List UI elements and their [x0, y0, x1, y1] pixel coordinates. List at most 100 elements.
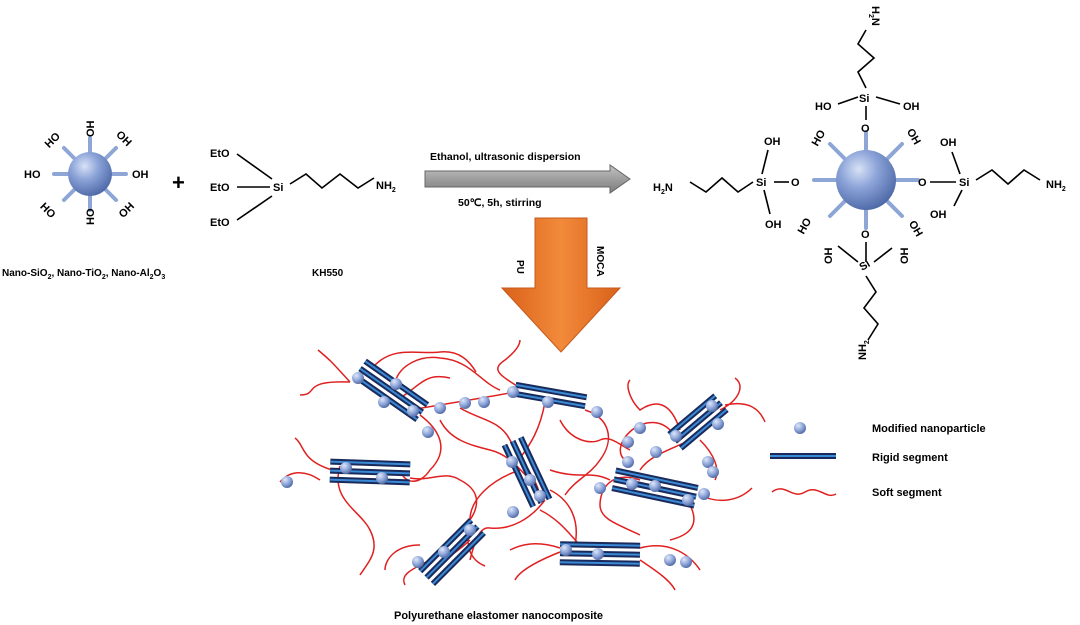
nanoparticle-dot: [506, 456, 518, 468]
nanoparticle-dot: [634, 422, 646, 434]
h2n-label: H2N: [867, 6, 881, 26]
oh-label: OH: [940, 137, 957, 149]
rigid-segment: [501, 436, 553, 508]
nanoparticle-dot: [664, 554, 676, 566]
nanoparticle-sphere: [68, 152, 112, 196]
nanoparticle-dot: [698, 488, 710, 500]
eto-label: EtO: [210, 148, 230, 160]
nanoparticle-dot: [707, 466, 719, 478]
legend-rigid-swatch: [770, 453, 836, 459]
nanoparticle-dot: [560, 544, 572, 556]
nanoparticle-dot: [622, 456, 634, 468]
nanoparticle-dot: [352, 372, 364, 384]
oh-label: OH: [930, 209, 947, 221]
nanoparticle-dot: [594, 482, 606, 494]
reaction-condition-top: Ethanol, ultrasonic dispersion: [430, 151, 581, 163]
nanoparticle-dot: [422, 426, 434, 438]
oh-label: OH: [85, 120, 97, 137]
o-label: O: [861, 229, 870, 241]
nh2-label: NH2: [1046, 179, 1066, 193]
rigid-segments: [329, 358, 729, 586]
process-arrow: [500, 217, 622, 353]
nanoparticle-dot: [478, 396, 490, 408]
nanoparticle-dot: [524, 474, 536, 486]
nanoparticle-dot: [434, 402, 446, 414]
bare-nanoparticle: OH HO HO OH HO OH HO OH: [24, 120, 149, 225]
legend-rigid-label: Rigid segment: [872, 452, 948, 464]
eto-label: EtO: [210, 217, 230, 229]
legend: Modified nanoparticle Rigid segment Soft…: [770, 422, 986, 499]
ho-label: HO: [815, 101, 832, 113]
reaction-condition-bottom: 50℃, 5h, stirring: [458, 197, 542, 209]
nanoparticle-dot: [591, 406, 603, 418]
si-label: Si: [756, 177, 766, 189]
soft-segment-network: [279, 339, 766, 591]
nanoparticle-dot: [626, 478, 638, 490]
nh2-label: NH2: [857, 340, 871, 360]
nanoparticle-dot: [340, 462, 352, 474]
modified-nanoparticles: [281, 372, 724, 568]
nanoparticle-dot: [680, 556, 692, 568]
si-label: Si: [859, 93, 869, 105]
ho-label: HO: [810, 128, 829, 149]
nanoparticle-dot: [376, 472, 388, 484]
si-label: Si: [273, 182, 283, 194]
oh-label: OH: [903, 101, 920, 113]
nanoparticle-dot: [390, 378, 402, 390]
nh2-label: NH2: [376, 180, 396, 194]
legend-soft-swatch: [771, 488, 837, 497]
nanoparticle-dot: [378, 396, 390, 408]
nanoparticle-dot: [534, 490, 546, 502]
nanoparticle-dot: [670, 430, 682, 442]
o-label: O: [791, 177, 800, 189]
h2n-label: H2N: [653, 182, 673, 196]
kh550-structure: EtO EtO EtO Si NH2: [210, 148, 396, 229]
nanoparticle-dot: [464, 524, 476, 536]
nanoparticle-dot: [649, 480, 661, 492]
legend-particle-swatch: [794, 422, 806, 434]
nanoparticle-dot: [281, 476, 293, 488]
eto-label: EtO: [210, 182, 230, 194]
ho-label: HO: [43, 130, 63, 150]
nanoparticle-sphere: [836, 150, 896, 210]
ho-label: HO: [37, 201, 57, 221]
oh-label: OH: [117, 200, 137, 220]
oh-label: OH: [132, 169, 149, 181]
oh-label: OH: [113, 129, 133, 149]
ho-label: HO: [24, 169, 41, 181]
nanoparticle-caption: Nano-SiO2, Nano-TiO2, Nano-Al2O3: [2, 268, 165, 281]
si-label: Si: [857, 258, 872, 274]
rigid-segment: [418, 518, 486, 586]
nanoparticle-dot: [507, 506, 519, 518]
modified-nanoparticle-structure: HO OH HO OH O Si HO OH H2N O Si OH OH H2…: [653, 6, 1066, 360]
nanoparticle-dot: [438, 546, 450, 558]
oh-label: OH: [904, 127, 923, 147]
nanoparticle-dot: [682, 494, 694, 506]
nanoparticle-dot: [407, 405, 419, 417]
plus-sign: +: [172, 170, 185, 195]
nanoparticle-dot: [622, 436, 634, 448]
composite-caption: Polyurethane elastomer nanocomposite: [394, 610, 603, 622]
pu-label: PU: [514, 260, 525, 274]
oh-label: OH: [765, 219, 782, 231]
nanoparticle-dot: [412, 556, 424, 568]
nanoparticle-dot: [507, 386, 519, 398]
kh550-caption: KH550: [312, 268, 344, 279]
nanoparticle-dot: [650, 446, 662, 458]
nanoparticle-dot: [592, 548, 604, 560]
moca-label: MOCA: [594, 246, 605, 277]
oh-label: OH: [764, 136, 781, 148]
legend-particle-label: Modified nanoparticle: [872, 423, 986, 435]
o-label: O: [861, 123, 870, 135]
reaction-arrow: [424, 164, 631, 194]
rigid-segment: [559, 541, 641, 567]
si-label: Si: [959, 177, 969, 189]
nanoparticle-dot: [542, 396, 554, 408]
nanoparticle-dot: [459, 397, 471, 409]
ho-label: HO: [796, 216, 815, 237]
oh-label: OH: [906, 219, 925, 239]
oh-label: OH: [899, 247, 911, 264]
oh-label: OH: [823, 247, 835, 264]
